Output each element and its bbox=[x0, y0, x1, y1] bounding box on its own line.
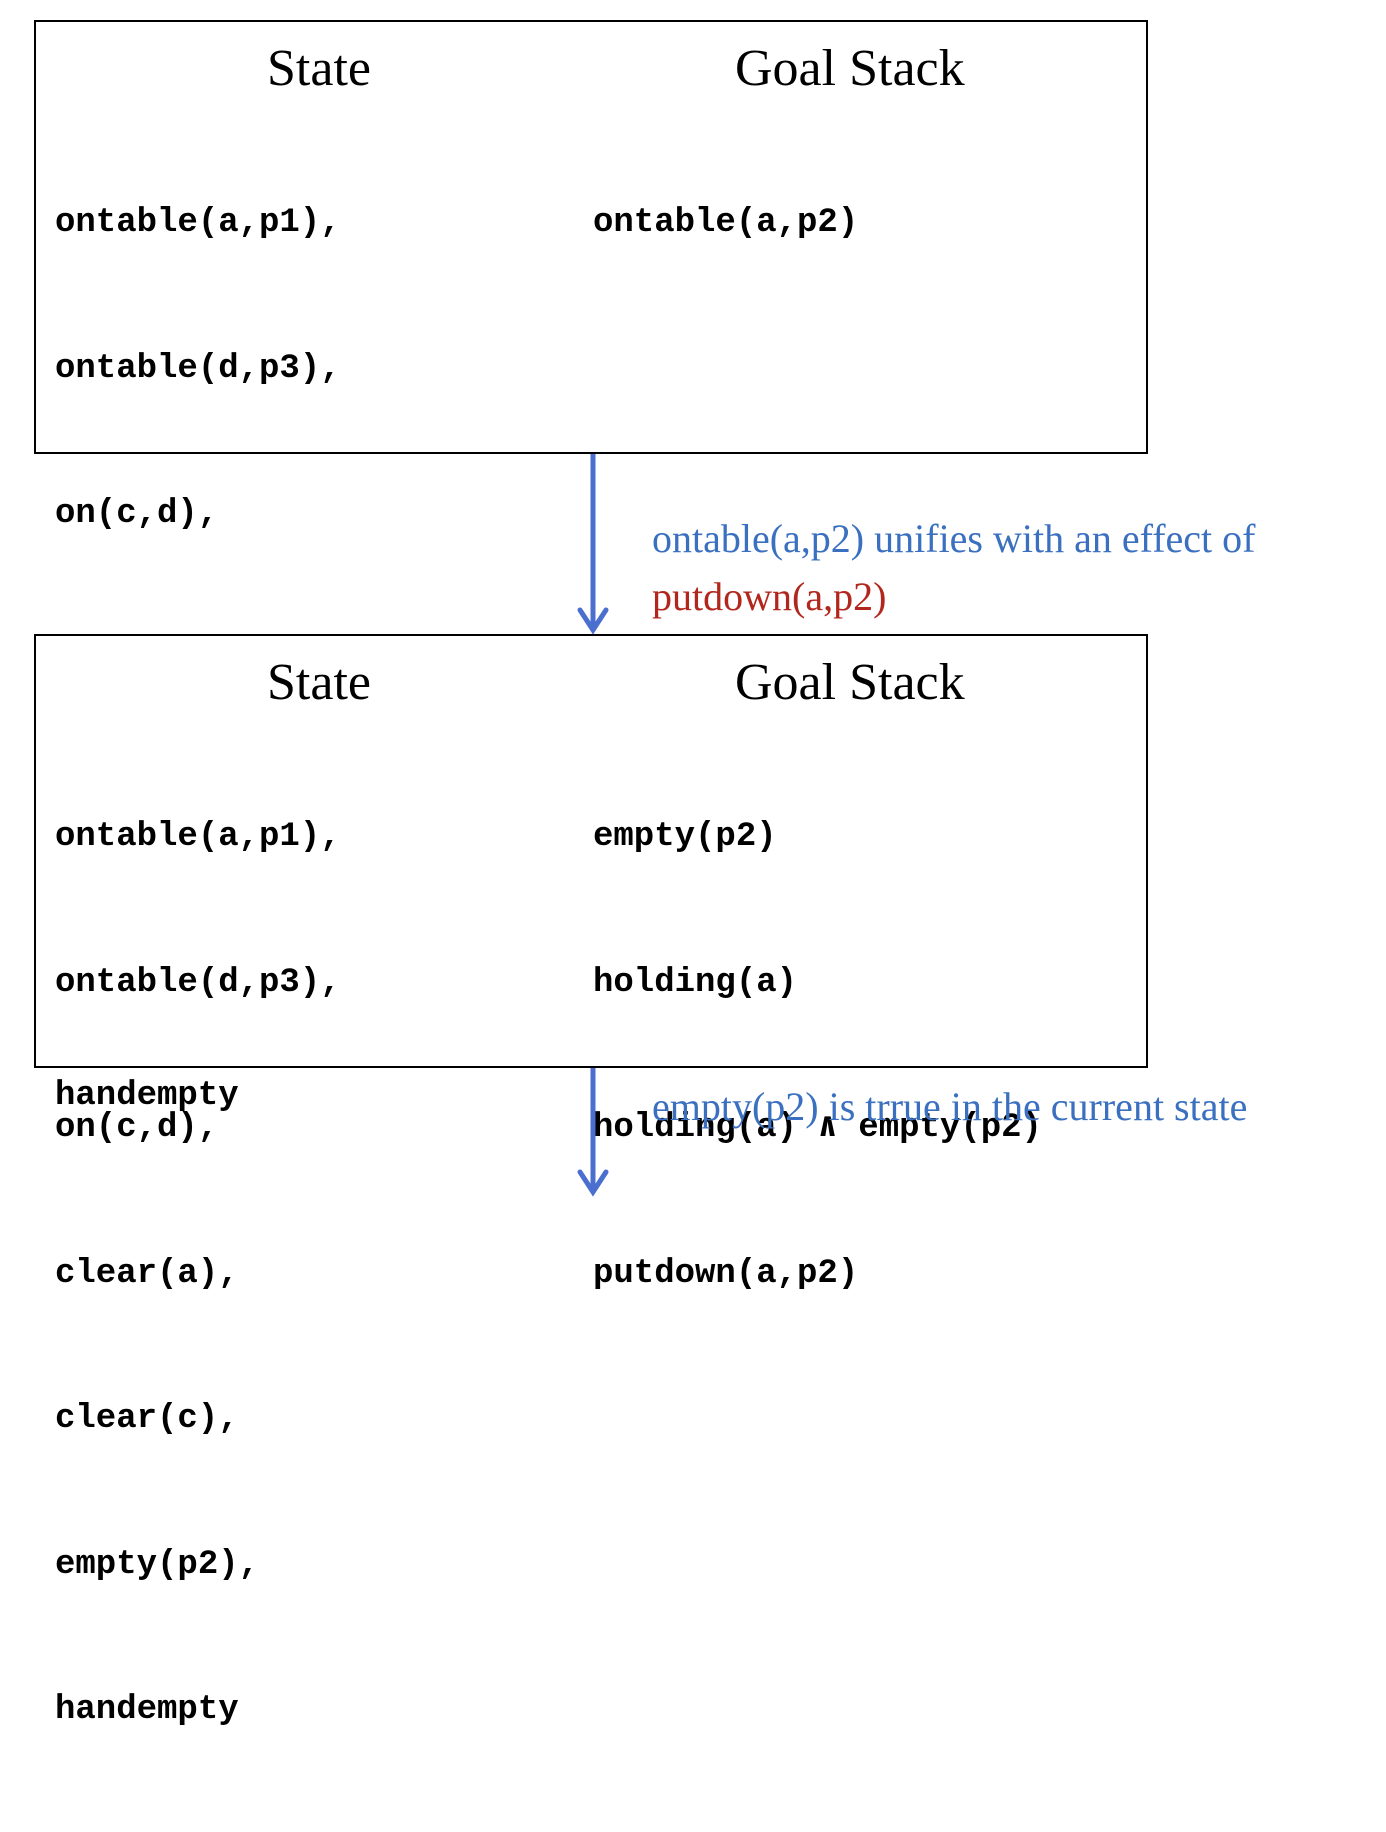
goal-stack-heading: Goal Stack bbox=[735, 40, 965, 97]
state-item: on(c,d), bbox=[55, 495, 219, 533]
state-goal-panel-1: State Goal Stack ontable(a,p1), ontable(… bbox=[34, 20, 1148, 1115]
transition-arrow-2 bbox=[577, 1068, 609, 1197]
state-item: ontable(a,p1), bbox=[55, 818, 341, 856]
state-list: ontable(a,p1), ontable(d,p3), on(c,d), c… bbox=[55, 716, 341, 1832]
goal-stack-heading: Goal Stack bbox=[735, 654, 965, 711]
state-item: empty(p2), bbox=[55, 1545, 260, 1584]
state-goal-panel-2: State Goal Stack ontable(a,p1), ontable(… bbox=[34, 634, 1148, 1729]
annotation-text: ontable(a,p2) unifies with an effect of bbox=[652, 516, 1256, 561]
goal-item: empty(p2) bbox=[593, 818, 777, 856]
action-name: putdown(a,p2) bbox=[652, 574, 887, 619]
goal-item: ontable(a,p2) bbox=[593, 204, 859, 242]
state-item: ontable(a,p1), bbox=[55, 204, 341, 242]
state-item: handempty bbox=[55, 1077, 239, 1115]
arrow-head bbox=[577, 1169, 609, 1197]
state-heading: State bbox=[267, 40, 371, 97]
state-item: on(c,d), bbox=[55, 1109, 219, 1147]
goal-stack-list: empty(p2) holding(a) holding(a) ∧ empty(… bbox=[593, 716, 1042, 1395]
transition-arrow-1 bbox=[577, 454, 609, 635]
goal-stack-list: ontable(a,p2) bbox=[593, 102, 858, 345]
state-item: ontable(d,p3), bbox=[55, 349, 341, 388]
state-item: ontable(d,p3), bbox=[55, 963, 341, 1002]
goal-item: holding(a) bbox=[593, 963, 798, 1002]
annotation-text: empty(p2) is trrue in the current state bbox=[652, 1084, 1248, 1129]
arrow-head bbox=[577, 607, 609, 635]
transition-annotation-2: empty(p2) is trrue in the current state bbox=[652, 1078, 1247, 1136]
state-item: clear(a), bbox=[55, 1254, 239, 1293]
state-heading: State bbox=[267, 654, 371, 711]
goal-item: putdown(a,p2) bbox=[593, 1254, 859, 1293]
transition-annotation-1: ontable(a,p2) unifies with an effect of … bbox=[652, 510, 1255, 626]
state-item: handempty bbox=[55, 1691, 239, 1729]
goal-item: holding(a) ∧ empty(p2) bbox=[593, 1109, 1042, 1147]
state-item: clear(c), bbox=[55, 1400, 239, 1438]
